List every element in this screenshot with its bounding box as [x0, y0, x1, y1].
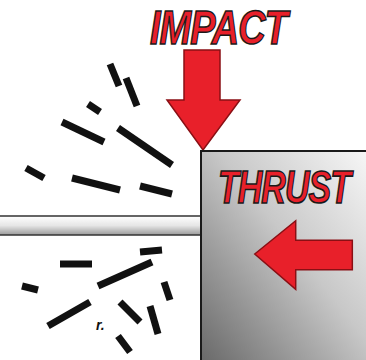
impact-label: IMPACT: [150, 4, 287, 52]
thrust-arrow-shape: [255, 221, 353, 290]
thrust-block: THRUST: [200, 150, 366, 360]
impact-arrow: [167, 50, 240, 150]
thrust-label: THRUST: [218, 164, 350, 210]
rod: [0, 216, 201, 235]
note-text: r.: [96, 318, 105, 332]
impact-burst-lines: [22, 64, 172, 352]
